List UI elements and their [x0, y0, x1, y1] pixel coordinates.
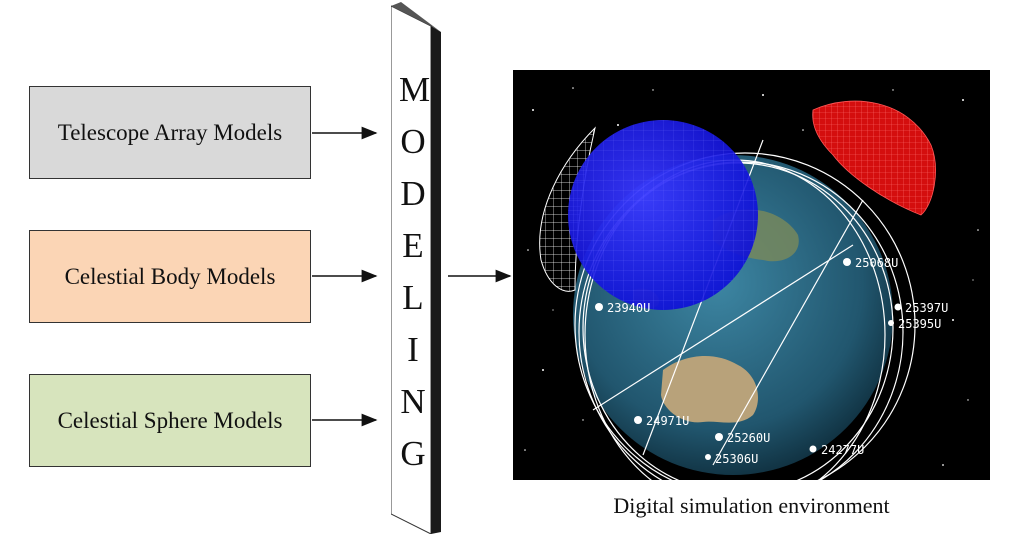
telescope-array-models-box: Telescope Array Models — [29, 86, 311, 179]
satellite-label-25395u: 25395U — [898, 317, 941, 331]
modeling-letter-g: G — [400, 434, 426, 473]
modeling-letter-n: N — [400, 382, 426, 421]
celestial-body-models-box: Celestial Body Models — [29, 230, 311, 323]
modeling-letter-e: E — [402, 226, 424, 265]
celestial-sphere-models-label: Celestial Sphere Models — [57, 407, 283, 433]
satellite-label-25306u: 25306U — [715, 452, 758, 466]
simulation-caption: Digital simulation environment — [613, 493, 890, 518]
satellites: 25068U 23940U 25397U 25395U 24971U 25260… — [595, 256, 948, 466]
satellite-label-25397u: 25397U — [905, 301, 948, 315]
modeling-letter-l: L — [402, 278, 424, 317]
red-sensor-cone — [812, 100, 936, 216]
blue-sensor-sphere — [568, 120, 758, 310]
modeling-panel — [391, 2, 441, 534]
telescope-array-models-label: Telescope Array Models — [57, 119, 283, 145]
simulation-view: 25068U 23940U 25397U 25395U 24971U 25260… — [513, 70, 990, 480]
australia-landmass — [661, 355, 758, 423]
satellite-label-25260u: 25260U — [727, 431, 770, 445]
celestial-body-models-label: Celestial Body Models — [64, 263, 276, 289]
modeling-letter-m: M — [399, 70, 431, 109]
stars — [524, 87, 979, 466]
satellite-label-24971u: 24971U — [646, 414, 689, 428]
satellite-label-23940u: 23940U — [607, 301, 650, 315]
celestial-sphere-models-box: Celestial Sphere Models — [29, 374, 311, 467]
modeling-letter-o: O — [400, 122, 426, 161]
satellite-label-25068u: 25068U — [855, 256, 898, 270]
modeling-letter-i: I — [407, 330, 419, 369]
modeling-letter-d: D — [400, 174, 426, 213]
satellite-label-24277u: 24277U — [821, 443, 864, 457]
